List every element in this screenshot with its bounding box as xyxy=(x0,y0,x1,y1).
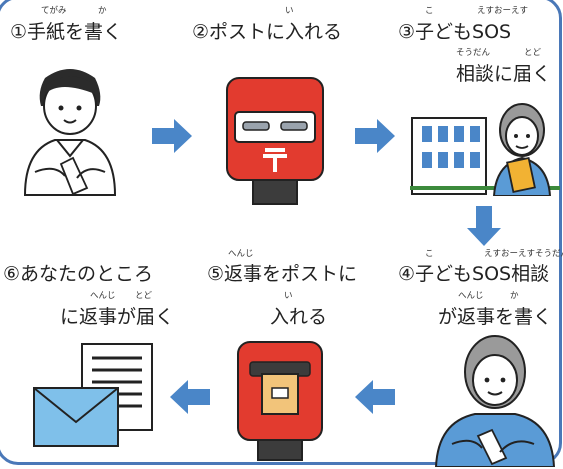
child-writing-letter-illustration xyxy=(23,69,117,196)
step6-ruby-henji: へんじ xyxy=(90,291,116,301)
step2-ruby-i: い xyxy=(285,6,294,16)
step4-ruby-henji: へんじ xyxy=(458,291,484,301)
counselor-writing-reply-illustration xyxy=(434,335,556,467)
left-arrow-icon xyxy=(355,380,395,414)
step4-ruby-ko: こ xyxy=(425,249,434,259)
step3-ruby-soudan: そうだん xyxy=(456,48,491,58)
step4-ruby-ka: か xyxy=(510,291,519,301)
step3-ruby-ko: こ xyxy=(425,6,434,16)
step4-label-line2: が返事を書く xyxy=(438,306,553,328)
step5-label-line2: 入れる xyxy=(270,306,328,328)
step6-illustration xyxy=(30,340,160,450)
step1-illustration xyxy=(15,60,125,200)
step4-ruby-sos-soudan: えすおーえすそうだん xyxy=(484,249,563,259)
right-arrow-icon xyxy=(355,119,395,153)
step2-illustration xyxy=(225,76,325,206)
step3-ruby-todo: とど xyxy=(524,48,542,58)
step3-illustration xyxy=(410,96,560,196)
step1-ruby-tegami: てがみ xyxy=(41,6,67,16)
step6-label-line2: に返事が届く xyxy=(60,306,175,328)
step6-ruby-todo: とど xyxy=(135,291,153,301)
step3-label-line1: ③子どもSOS xyxy=(398,21,512,43)
step1-label: ①手紙を書く xyxy=(10,21,123,43)
step5-illustration xyxy=(236,340,324,462)
step5-ruby-henji: へんじ xyxy=(228,249,254,259)
step5-ruby-i: い xyxy=(284,291,293,301)
step5-label-line1: ⑤返事をポストに xyxy=(207,263,358,285)
step2-label: ②ポストに入れる xyxy=(192,21,343,43)
postbox-with-letter-illustration xyxy=(237,341,323,461)
left-arrow-icon xyxy=(170,380,210,414)
step1-ruby-ka: か xyxy=(98,6,107,16)
step4-illustration xyxy=(430,332,560,467)
counselor-at-building-illustration xyxy=(410,103,560,196)
step4-label-line1: ④子どもSOS相談 xyxy=(398,263,550,285)
step6-label-line1: ⑥あなたのところ xyxy=(3,263,154,285)
red-postbox-illustration xyxy=(226,77,324,205)
envelope-and-document-illustration xyxy=(33,343,153,447)
right-arrow-icon xyxy=(152,119,192,153)
step3-ruby-sos: えすおーえす xyxy=(477,6,529,16)
step3-label-line2: 相談に届く xyxy=(456,63,552,85)
down-arrow-icon xyxy=(467,206,501,246)
